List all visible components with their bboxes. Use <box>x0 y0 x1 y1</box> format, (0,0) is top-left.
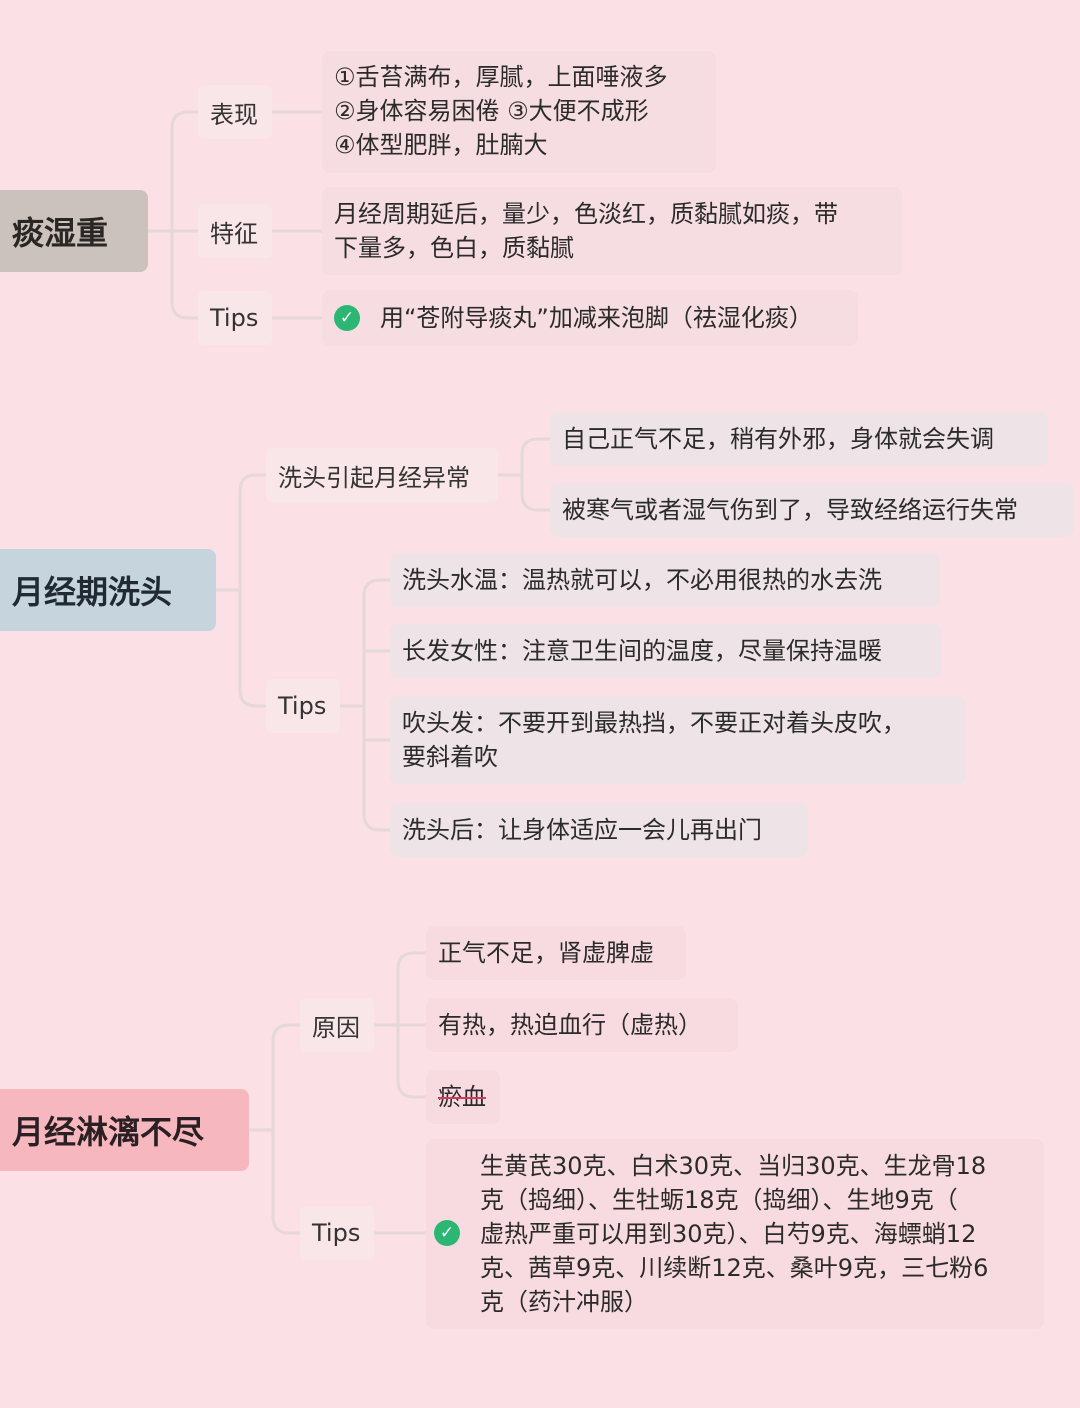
item-text: 自己正气不足，稍有外邪，身体就会失调 <box>562 425 994 453</box>
text-line: 吹头发：不要开到最热挡，不要正对着头皮吹， <box>402 709 906 737</box>
branch-tips-1[interactable]: Tips <box>198 291 272 345</box>
text-line: 虚热严重可以用到30克）、白芍9克、海螵蛸12 <box>480 1220 977 1248</box>
tips-text: 用“苍附导痰丸”加减来泡脚（祛湿化痰） <box>380 304 813 332</box>
check-icon: ✓ <box>434 1220 460 1246</box>
text-line: 月经周期延后，量少，色淡红，质黏腻如痰，带 <box>334 200 838 228</box>
text-line: 克、茜草9克、川续断12克、桑叶9克，三七粉6 <box>480 1254 989 1282</box>
item-text: 洗头水温：温热就可以，不必用很热的水去洗 <box>402 566 882 594</box>
root-label: 痰湿重 <box>12 214 109 252</box>
text-line: 克（捣细）、生牡蛎18克（捣细）、生地9克（ <box>480 1186 958 1214</box>
branch-tips-3[interactable]: Tips <box>300 1206 374 1260</box>
branch-tezheng[interactable]: 特征 <box>198 204 272 258</box>
text-line: ②身体容易困倦 ③大便不成形 <box>334 97 649 125</box>
cause-item: 自己正气不足，稍有外邪，身体就会失调 <box>550 412 1048 466</box>
item-text: 瘀血 <box>438 1083 486 1111</box>
tips-item: 长发女性：注意卫生间的温度，尽量保持温暖 <box>390 624 942 678</box>
tips-item: 吹头发：不要开到最热挡，不要正对着头皮吹， 要斜着吹 <box>390 696 966 784</box>
branch-label: Tips <box>210 304 259 332</box>
text-line: ①舌苔满布，厚腻，上面唾液多 <box>334 63 668 91</box>
text-line: 要斜着吹 <box>402 743 498 771</box>
text-line: ④体型肥胖，肚腩大 <box>334 131 548 159</box>
root-label: 月经期洗头 <box>12 573 173 611</box>
branch-label: Tips <box>278 692 327 720</box>
text-line: 克（药汁冲服） <box>480 1288 648 1316</box>
root-node-linli[interactable]: 月经淋漓不尽 <box>0 1089 249 1171</box>
branch-xitou-cause[interactable]: 洗头引起月经异常 <box>266 448 498 502</box>
root-node-tanshi[interactable]: 痰湿重 <box>0 190 148 272</box>
tips-item: 洗头水温：温热就可以，不必用很热的水去洗 <box>390 553 940 607</box>
item-text: 洗头后：让身体适应一会儿再出门 <box>402 816 762 844</box>
branch-label: 洗头引起月经异常 <box>278 463 470 492</box>
cause-item: 被寒气或者湿气伤到了，导致经络运行失常 <box>550 483 1074 537</box>
branch-yuanyin[interactable]: 原因 <box>300 998 374 1052</box>
branch-label: 表现 <box>210 100 258 129</box>
branch-label: Tips <box>312 1219 361 1247</box>
branch-label: 原因 <box>312 1013 360 1042</box>
tips-item: 洗头后：让身体适应一会儿再出门 <box>390 803 808 857</box>
root-label: 月经淋漓不尽 <box>12 1113 205 1151</box>
item-text: 有热，热迫血行（虚热） <box>438 1011 702 1039</box>
cause-item: 瘀血 <box>426 1070 500 1124</box>
tips-card-1: ✓ 用“苍附导痰丸”加减来泡脚（祛湿化痰） <box>322 290 858 346</box>
cause-item: 有热，热迫血行（虚热） <box>426 998 738 1052</box>
biaoxian-card: ①舌苔满布，厚腻，上面唾液多 ②身体容易困倦 ③大便不成形 ④体型肥胖，肚腩大 <box>322 51 716 173</box>
item-text: 被寒气或者湿气伤到了，导致经络运行失常 <box>562 496 1018 524</box>
branch-tips-2[interactable]: Tips <box>266 679 340 733</box>
root-node-xitou[interactable]: 月经期洗头 <box>0 549 216 631</box>
tezheng-card: 月经周期延后，量少，色淡红，质黏腻如痰，带 下量多，色白，质黏腻 <box>322 187 902 275</box>
tips-card-3: ✓ 生黄芪30克、白术30克、当归30克、生龙骨18 克（捣细）、生牡蛎18克（… <box>426 1139 1044 1329</box>
branch-label: 特征 <box>210 219 258 248</box>
check-icon: ✓ <box>334 305 360 331</box>
text-line: 生黄芪30克、白术30克、当归30克、生龙骨18 <box>480 1152 987 1180</box>
item-text: 正气不足，肾虚脾虚 <box>438 939 654 967</box>
cause-item: 正气不足，肾虚脾虚 <box>426 926 686 980</box>
item-text: 长发女性：注意卫生间的温度，尽量保持温暖 <box>402 637 882 665</box>
branch-biaoxian[interactable]: 表现 <box>198 85 272 139</box>
text-line: 下量多，色白，质黏腻 <box>334 234 574 262</box>
